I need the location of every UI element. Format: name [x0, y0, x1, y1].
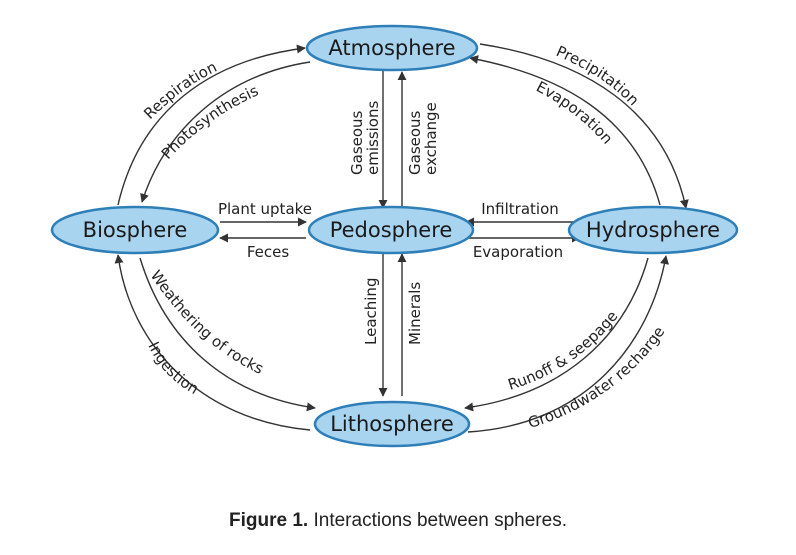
edge-label-evaporation-mid: Evaporation — [473, 243, 563, 261]
figure-caption-label: Figure 1. — [229, 510, 309, 531]
figure-caption-text: Interactions between spheres. — [313, 510, 567, 531]
node-hydrosphere: Hydrosphere — [567, 205, 739, 255]
edge-label-plant-uptake: Plant uptake — [218, 200, 312, 218]
figure-caption: Figure 1. Interactions between spheres. — [0, 510, 796, 532]
node-atmosphere: Atmosphere — [305, 24, 479, 72]
node-pedosphere-label: Pedosphere — [330, 218, 453, 242]
edge-label-leaching: Leaching — [362, 278, 380, 345]
edge-label-infiltration: Infiltration — [481, 200, 559, 218]
node-lithosphere-label: Lithosphere — [330, 412, 454, 436]
edge-label-gaseous-exchange-2: exchange — [422, 102, 440, 175]
edge-label-feces: Feces — [247, 243, 290, 261]
edge-label-minerals: Minerals — [406, 282, 424, 345]
edge-label-gaseous-emissions-1: Gaseous — [348, 110, 366, 175]
node-lithosphere: Lithosphere — [313, 400, 471, 448]
arrows — [114, 43, 689, 433]
node-hydrosphere-label: Hydrosphere — [586, 218, 720, 242]
spheres-diagram: Atmosphere Biosphere Pedosphere Hydrosph… — [50, 24, 739, 448]
edge-label-gaseous-emissions-2: emissions — [364, 101, 382, 175]
edge-label-ingestion: Ingestion — [144, 339, 201, 398]
node-biosphere: Biosphere — [50, 205, 220, 255]
node-atmosphere-label: Atmosphere — [328, 36, 455, 60]
node-pedosphere: Pedosphere — [307, 205, 475, 255]
node-biosphere-label: Biosphere — [83, 218, 188, 242]
edge-label-gaseous-exchange-1: Gaseous — [406, 110, 424, 175]
